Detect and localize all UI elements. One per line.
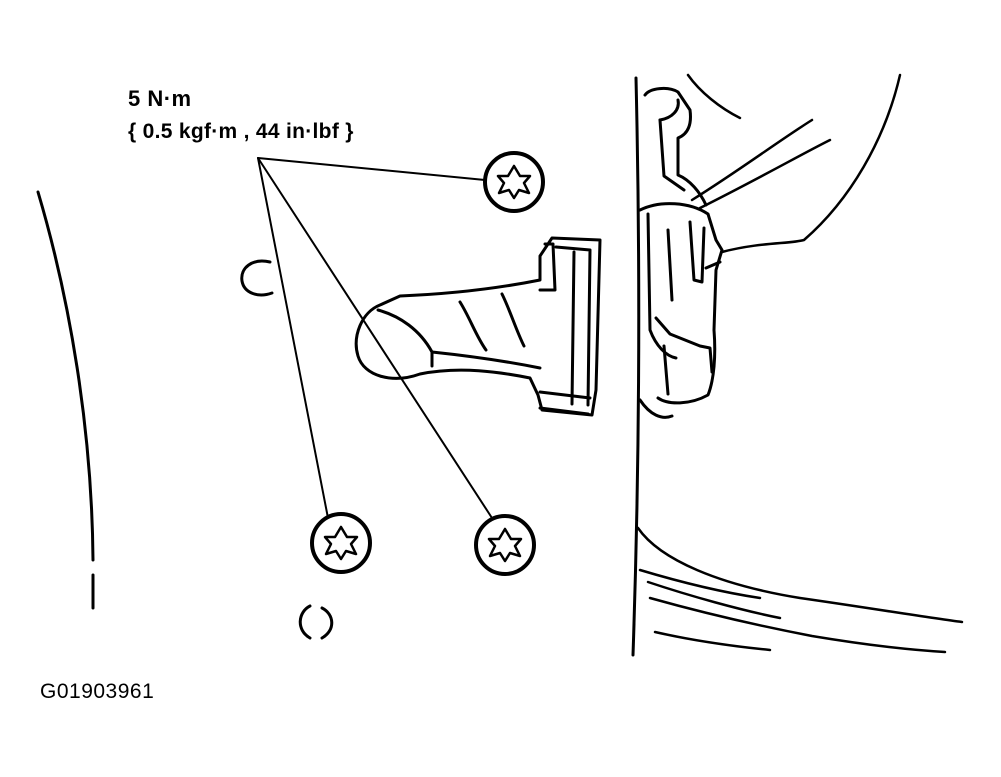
torx-star-icon	[487, 527, 523, 563]
door-check-bracket	[638, 86, 724, 419]
torx-star-icon	[323, 525, 359, 561]
door-edge-line	[36, 190, 95, 562]
torx-bolt-bottom-left	[310, 512, 372, 574]
figure-code: G01903961	[40, 680, 155, 703]
torx-bolt-top	[483, 151, 545, 213]
body-pillar-line	[631, 76, 641, 657]
mounting-hole-lower-left	[298, 604, 312, 640]
body-panel-curves-upper	[686, 73, 902, 254]
body-panel-curves-lower	[636, 526, 964, 654]
torx-bolt-bottom-right	[474, 514, 536, 576]
torque-value-nm: 5 N·m	[128, 86, 192, 111]
torque-value-alt: { 0.5 kgf·m , 44 in·lbf }	[128, 120, 354, 143]
leader-lines	[257, 157, 493, 519]
torx-star-icon	[496, 164, 532, 200]
mounting-hole-upper	[240, 259, 274, 297]
door-check-arm	[354, 236, 602, 417]
mounting-hole-lower-right	[320, 606, 334, 640]
